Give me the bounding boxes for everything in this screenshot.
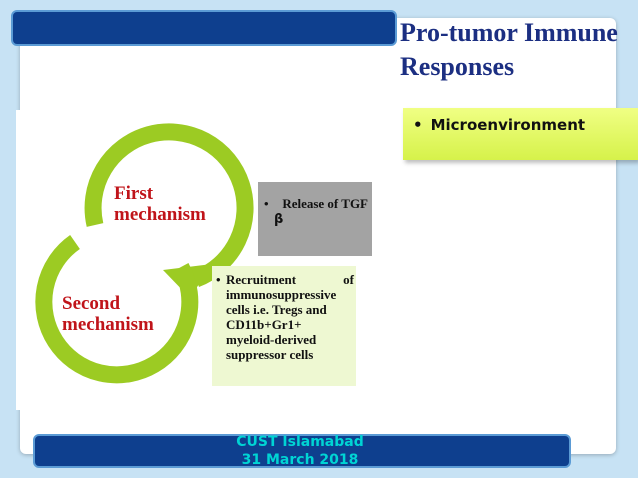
recruitment-line-2: CD11b+Gr1+ (226, 317, 302, 332)
slide-title: Pro-tumor Immune Responses (400, 16, 638, 84)
title-line-2: Responses (400, 52, 515, 81)
tgf-release-box: • Release of TGF β (258, 182, 372, 256)
footer-line-2: 31 March 2018 (241, 452, 359, 468)
first-mechanism-label: First mechanism (114, 183, 206, 225)
footer-bar (33, 434, 571, 468)
bullet: • (264, 196, 269, 211)
recruitment-box: • Recruitment of immunosuppressive cells… (212, 266, 356, 386)
microenvironment-box: • Microenvironment (403, 108, 638, 160)
tgf-text: Release of TGF (282, 196, 368, 211)
first-mechanism-line-2: mechanism (114, 204, 206, 225)
second-mechanism-line-2: mechanism (62, 314, 154, 335)
circular-arrow-icon (35, 235, 199, 384)
second-mechanism-line-1: Second (62, 293, 121, 314)
header-bar (11, 10, 397, 46)
microenvironment-label: Microenvironment (430, 116, 586, 134)
bullet: • (413, 116, 423, 134)
second-mechanism-label: Second mechanism (62, 293, 154, 335)
recruitment-row: • Recruitment of immunosuppressive cells… (216, 272, 354, 362)
tgf-beta: β (274, 212, 284, 227)
footer-line-1: CUST Islamabad (236, 434, 364, 450)
title-line-1: Pro-tumor Immune (400, 18, 618, 47)
tgf-line: • Release of TGF (264, 196, 368, 212)
recruitment-line-3: myeloid-derived (226, 332, 317, 347)
first-mechanism-arc (84, 123, 254, 287)
second-mechanism-arc (35, 235, 199, 384)
recruitment-line-4: suppressor cells (226, 347, 314, 362)
recruitment-line-1: Recruitment of immunosuppressive cells i… (226, 272, 354, 317)
bullet: • (216, 272, 221, 287)
footer-text: CUST Islamabad 31 March 2018 (200, 433, 400, 469)
first-mechanism-line-1: First (114, 183, 154, 204)
